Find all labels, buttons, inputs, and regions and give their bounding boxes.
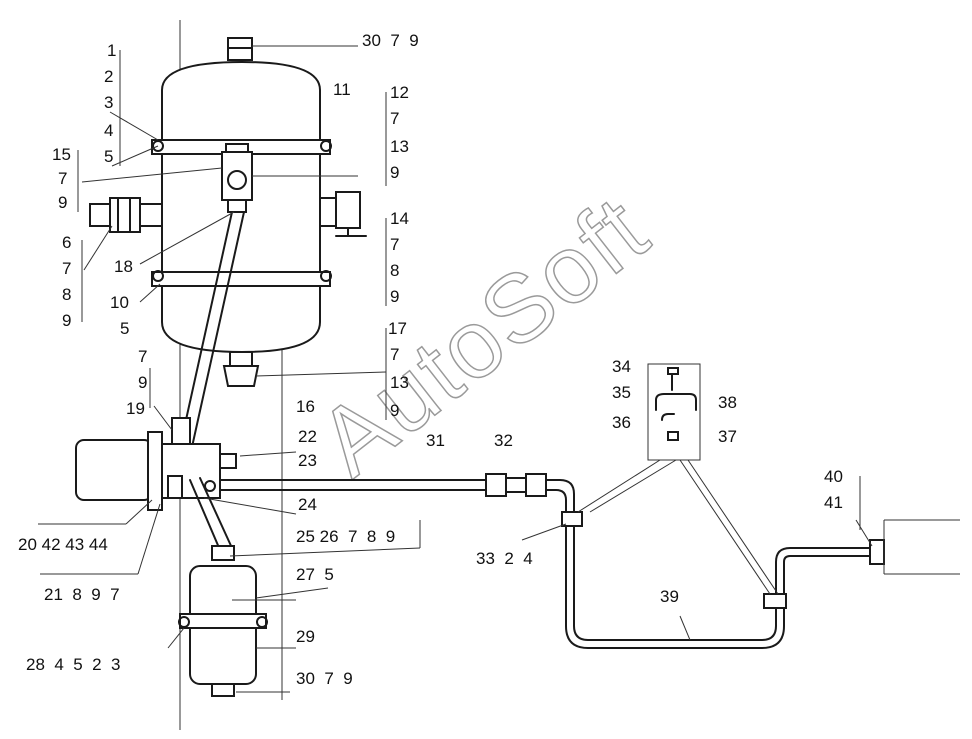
callout-c-28-4-5-2-3: 28 4 5 2 3 [26,655,121,674]
callout-c-4: 4 [104,121,113,140]
callout-c-38: 38 [718,393,737,412]
callout-c-7d: 7 [62,259,71,278]
callout-c-10: 10 [110,293,129,312]
callout-c-25-26: 25 26 7 8 9 [296,527,395,546]
callout-c-24: 24 [298,495,317,514]
callout-c-3: 3 [104,93,113,112]
callout-c-34: 34 [612,357,631,376]
callout-c-9c: 9 [390,287,399,306]
callout-c-20-44: 20 42 43 44 [18,535,108,554]
callout-c-8b: 8 [62,285,71,304]
callout-c-31: 31 [426,431,445,450]
callout-c-8a: 8 [390,261,399,280]
callout-c-23: 23 [298,451,317,470]
callout-c-2: 2 [104,67,113,86]
callout-c-9a: 9 [390,163,399,182]
callout-c-15: 15 [52,145,71,164]
callout-c-12: 12 [390,83,409,102]
callout-c-7c: 7 [390,235,399,254]
filter-cylinder [178,565,268,697]
callout-c-22: 22 [298,427,317,446]
callout-c-16: 16 [296,397,315,416]
regulator-assembly [75,417,237,511]
callout-c-40: 40 [824,467,843,486]
callout-c-37: 37 [718,427,737,446]
pipe-regulator-to-filter [189,477,235,561]
callout-c-7e: 7 [390,345,399,364]
air-receiver-tank [89,37,367,387]
callout-c-5a: 5 [104,147,113,166]
callout-c-9f: 9 [138,373,147,392]
callout-c-32: 32 [494,431,513,450]
callout-c-36: 36 [612,413,631,432]
leader-lines [38,45,873,693]
callout-c-17: 17 [388,319,407,338]
callout-c-7a: 7 [390,109,399,128]
pipe-tank-to-regulator [177,211,245,457]
callout-c-30-7-9-top: 30 7 9 [362,31,419,50]
callout-c-6: 6 [62,233,71,252]
callout-c-29: 29 [296,627,315,646]
callout-c-9d: 9 [62,311,71,330]
clamp-detail-box [577,363,779,595]
callout-c-39: 39 [660,587,679,606]
callout-c-33-2-4: 33 2 4 [476,549,533,568]
callout-c-21-8-9-7: 21 8 9 7 [44,585,120,604]
callout-c-30-7-9-bottom: 30 7 9 [296,669,353,688]
callout-c-14: 14 [390,209,409,228]
callout-c-11: 11 [333,80,351,99]
callout-c-9e: 9 [390,401,399,420]
callout-c-1: 1 [107,41,116,60]
callout-c-5b: 5 [120,319,129,338]
main-pipe [219,473,960,649]
callout-c-27-5: 27 5 [296,565,334,584]
callout-c-19: 19 [126,399,145,418]
callout-c-18: 18 [114,257,133,276]
callout-c-41: 41 [824,493,843,512]
callout-c-9b: 9 [58,193,67,212]
callout-c-13b: 13 [390,373,409,392]
callout-c-35: 35 [612,383,631,402]
callout-c-13a: 13 [390,137,409,156]
callout-c-7b: 7 [58,169,67,188]
callout-c-7f: 7 [138,347,147,366]
